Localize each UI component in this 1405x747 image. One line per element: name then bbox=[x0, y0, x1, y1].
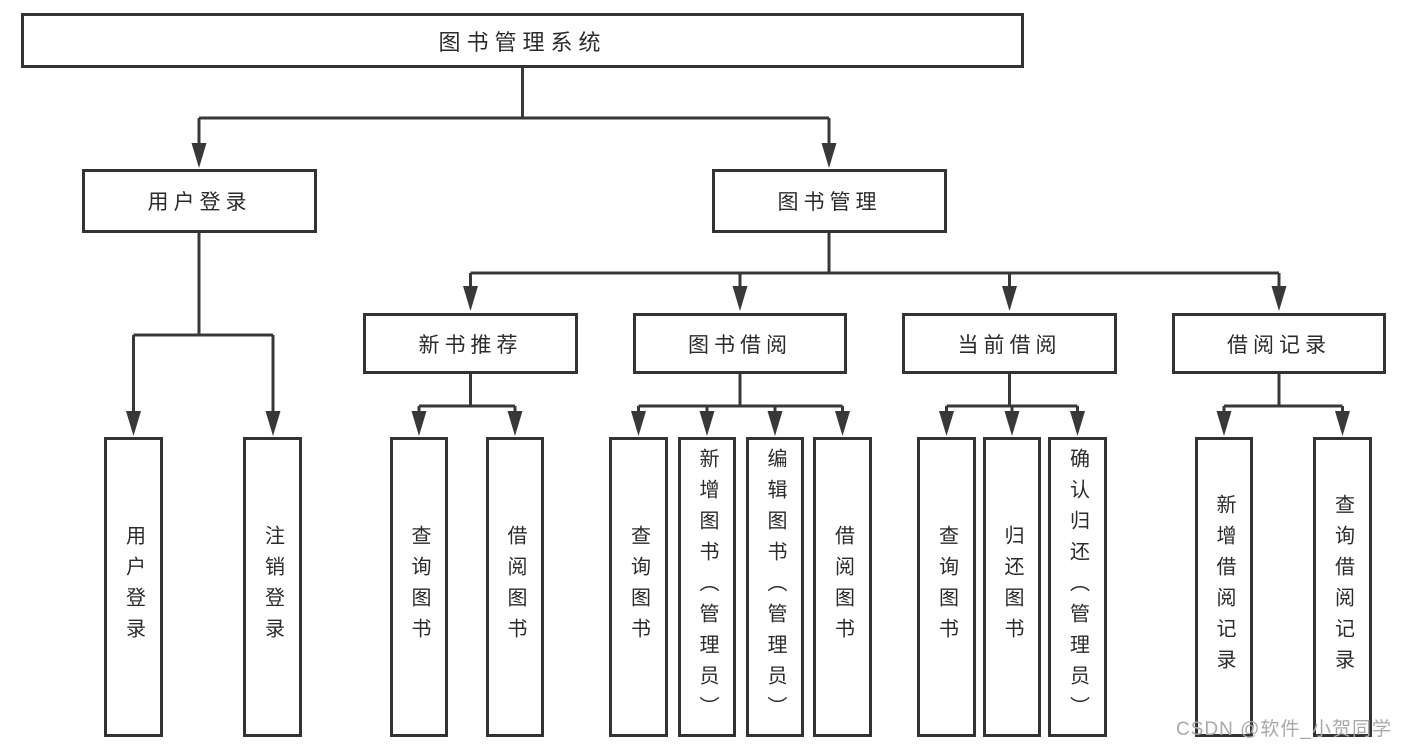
leaf-query-borrow-record: 查询借阅记录 bbox=[1313, 437, 1372, 737]
leaf-edit-book-admin: 编辑图书（管理员） bbox=[746, 437, 804, 737]
node-current-borrowing: 当前借阅 bbox=[902, 313, 1117, 374]
leaf-add-borrow-record: 新增借阅记录 bbox=[1195, 437, 1253, 737]
leaf-borrow-book-borrowing: 借阅图书 bbox=[813, 437, 872, 737]
leaf-query-book-borrowing: 查询图书 bbox=[609, 437, 668, 737]
leaf-query-book-current: 查询图书 bbox=[917, 437, 976, 737]
leaf-user-login: 用户登录 bbox=[104, 437, 163, 737]
node-book-management-module: 图书管理 bbox=[712, 169, 947, 233]
node-user-login-module: 用户登录 bbox=[82, 169, 317, 233]
leaf-borrow-book-recommend: 借阅图书 bbox=[486, 437, 544, 737]
leaf-query-book-recommend: 查询图书 bbox=[390, 437, 448, 737]
node-new-book-recommend: 新书推荐 bbox=[363, 313, 578, 374]
leaf-add-book-admin: 新增图书（管理员） bbox=[678, 437, 736, 737]
leaf-logout: 注销登录 bbox=[243, 437, 302, 737]
node-book-borrowing: 图书借阅 bbox=[633, 313, 847, 374]
node-root-system: 图书管理系统 bbox=[21, 13, 1024, 68]
node-borrowing-records: 借阅记录 bbox=[1172, 313, 1386, 374]
arrowheads bbox=[126, 143, 1350, 436]
csdn-watermark: CSDN @软件_小贺同学 bbox=[1176, 719, 1392, 740]
leaf-confirm-return-admin: 确认归还（管理员） bbox=[1048, 437, 1107, 737]
leaf-return-book: 归还图书 bbox=[983, 437, 1041, 737]
